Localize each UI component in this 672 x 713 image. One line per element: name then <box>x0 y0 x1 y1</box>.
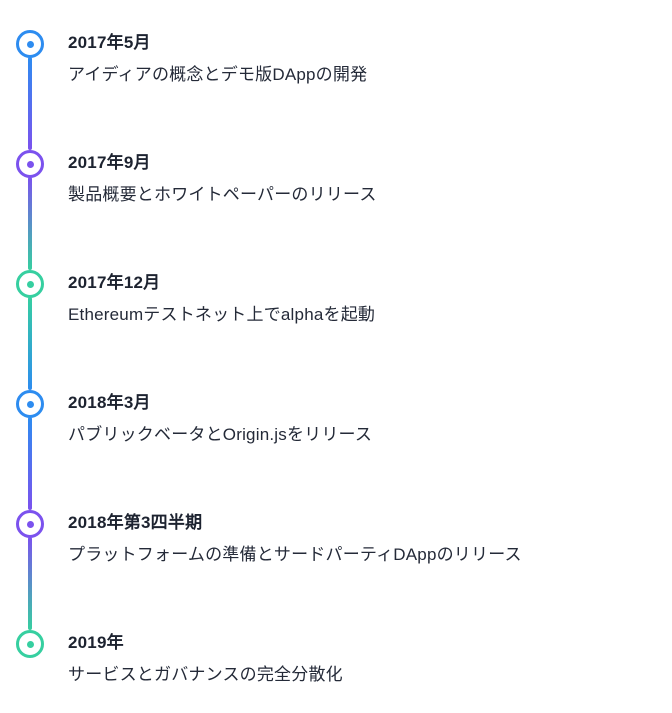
timeline-item: 2017年5月 アイディアの概念とデモ版DAppの開発 <box>0 28 672 150</box>
timeline-connector-line <box>28 537 32 630</box>
milestone-date: 2019年 <box>68 633 124 652</box>
milestone-date: 2018年3月 <box>68 393 151 412</box>
circle-dot-marker-icon <box>16 30 44 58</box>
marker-dot <box>26 40 34 48</box>
milestone-description: アイディアの概念とデモ版DAppの開発 <box>68 65 368 84</box>
marker-dot <box>26 400 34 408</box>
timeline-connector-line <box>28 417 32 510</box>
timeline-item: 2018年第3四半期 プラットフォームの準備とサードパーティDAppのリリース <box>0 508 672 630</box>
milestone-description: パブリックベータとOrigin.jsをリリース <box>68 425 373 444</box>
milestone-description: Ethereumテストネット上でalphaを起動 <box>68 305 376 324</box>
milestone-date: 2017年9月 <box>68 153 151 172</box>
milestone-date: 2017年12月 <box>68 273 161 292</box>
timeline-item: 2017年12月 Ethereumテストネット上でalphaを起動 <box>0 268 672 390</box>
circle-dot-marker-icon <box>16 150 44 178</box>
timeline-item: 2018年3月 パブリックベータとOrigin.jsをリリース <box>0 388 672 510</box>
milestone-date: 2018年第3四半期 <box>68 513 203 532</box>
timeline-connector-line <box>28 297 32 390</box>
marker-dot <box>26 640 34 648</box>
marker-dot <box>26 520 34 528</box>
circle-dot-marker-icon <box>16 270 44 298</box>
timeline-item: 2017年9月 製品概要とホワイトペーパーのリリース <box>0 148 672 270</box>
circle-dot-marker-icon <box>16 390 44 418</box>
marker-dot <box>26 160 34 168</box>
milestone-date: 2017年5月 <box>68 33 151 52</box>
milestone-description: サービスとガバナンスの完全分散化 <box>68 665 343 684</box>
milestone-description: プラットフォームの準備とサードパーティDAppのリリース <box>68 545 522 564</box>
milestone-description: 製品概要とホワイトペーパーのリリース <box>68 185 377 204</box>
timeline-connector-line <box>28 177 32 270</box>
timeline-connector-line <box>28 57 32 150</box>
timeline: 2017年5月 アイディアの概念とデモ版DAppの開発 2017年9月 製品概要… <box>0 28 672 688</box>
timeline-item: 2019年 サービスとガバナンスの完全分散化 <box>0 628 672 688</box>
marker-dot <box>26 280 34 288</box>
circle-dot-marker-icon <box>16 510 44 538</box>
circle-dot-marker-icon <box>16 630 44 658</box>
